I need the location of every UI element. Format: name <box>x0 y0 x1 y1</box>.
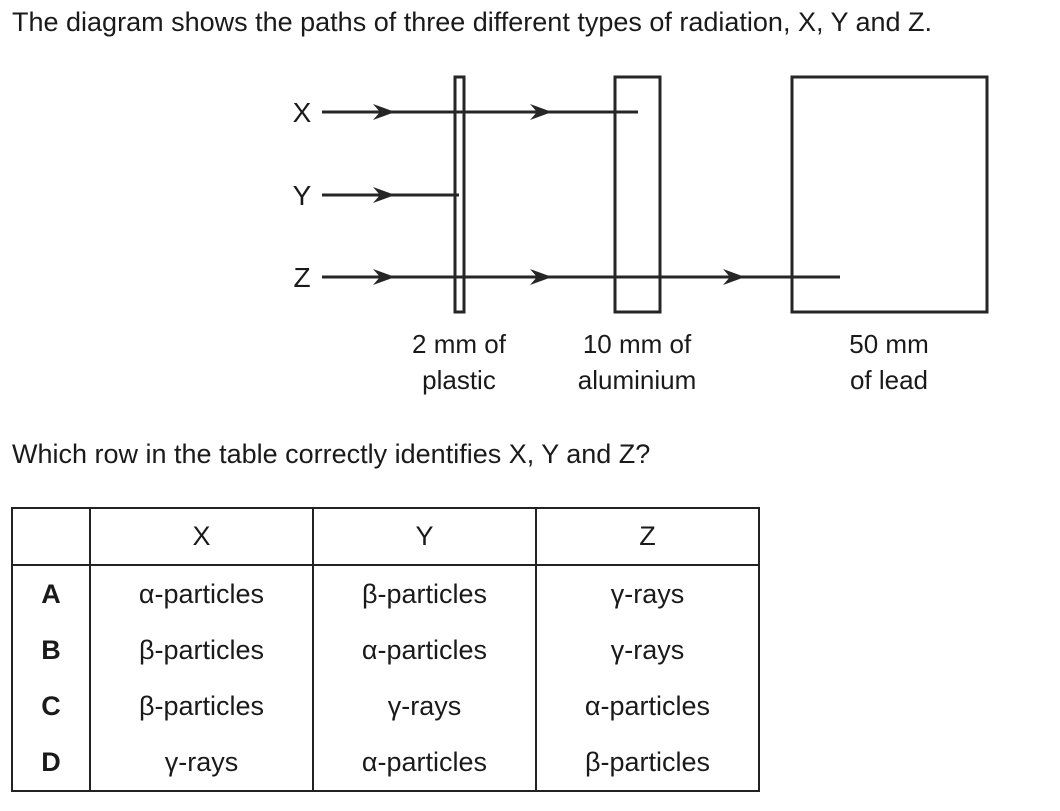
row-letter: A <box>11 564 91 622</box>
cell-y: β-particles <box>312 564 537 622</box>
intro-text: The diagram shows the paths of three dif… <box>12 7 933 37</box>
header-y: Y <box>312 507 537 566</box>
aluminium-block <box>613 75 662 314</box>
cell-y: α-particles <box>312 734 537 792</box>
header-blank <box>11 507 91 566</box>
lead-label-line1: 50 mm <box>849 329 928 359</box>
cell-x: β-particles <box>89 678 314 734</box>
ray-x-arrow-2 <box>530 104 552 120</box>
ray-y-label: Y <box>293 180 312 211</box>
cell-z: β-particles <box>535 734 760 792</box>
lead-label-line2: of lead <box>850 365 928 395</box>
ray-z-arrow-3 <box>723 269 745 285</box>
ray-z-arrow-1 <box>373 269 395 285</box>
ray-x-arrow-1 <box>373 104 395 120</box>
question-text: Which row in the table correctly identif… <box>12 439 651 469</box>
ray-z-label: Z <box>293 262 310 293</box>
row-letter: D <box>11 734 91 792</box>
radiation-diagram: X Y Z 2 mm of plastic 10 mm of aluminium… <box>293 75 989 395</box>
ray-y-arrow-1 <box>373 187 395 203</box>
table-header-row: X Y Z <box>11 507 760 566</box>
cell-y: α-particles <box>312 622 537 678</box>
row-letter: C <box>11 678 91 734</box>
aluminium-label-line2: aluminium <box>578 365 697 395</box>
cell-z: γ-rays <box>535 564 760 622</box>
ray-x-label: X <box>293 97 312 128</box>
plastic-label-line1: 2 mm of <box>412 329 507 359</box>
table-row: C β-particles γ-rays α-particles <box>11 678 760 734</box>
cell-x: α-particles <box>89 564 314 622</box>
aluminium-label-line1: 10 mm of <box>583 329 692 359</box>
table-row: D γ-rays α-particles β-particles <box>11 734 760 792</box>
cell-y: γ-rays <box>312 678 537 734</box>
answer-table: X Y Z A α-particles β-particles γ-rays B… <box>11 507 760 792</box>
lead-block <box>790 75 989 314</box>
header-x: X <box>89 507 314 566</box>
cell-x: γ-rays <box>89 734 314 792</box>
table-row: B β-particles α-particles γ-rays <box>11 622 760 678</box>
table-row: A α-particles β-particles γ-rays <box>11 564 760 622</box>
ray-z-arrow-2 <box>530 269 552 285</box>
cell-z: α-particles <box>535 678 760 734</box>
row-letter: B <box>11 622 91 678</box>
cell-x: β-particles <box>89 622 314 678</box>
cell-z: γ-rays <box>535 622 760 678</box>
plastic-label-line2: plastic <box>422 365 496 395</box>
header-z: Z <box>535 507 760 566</box>
